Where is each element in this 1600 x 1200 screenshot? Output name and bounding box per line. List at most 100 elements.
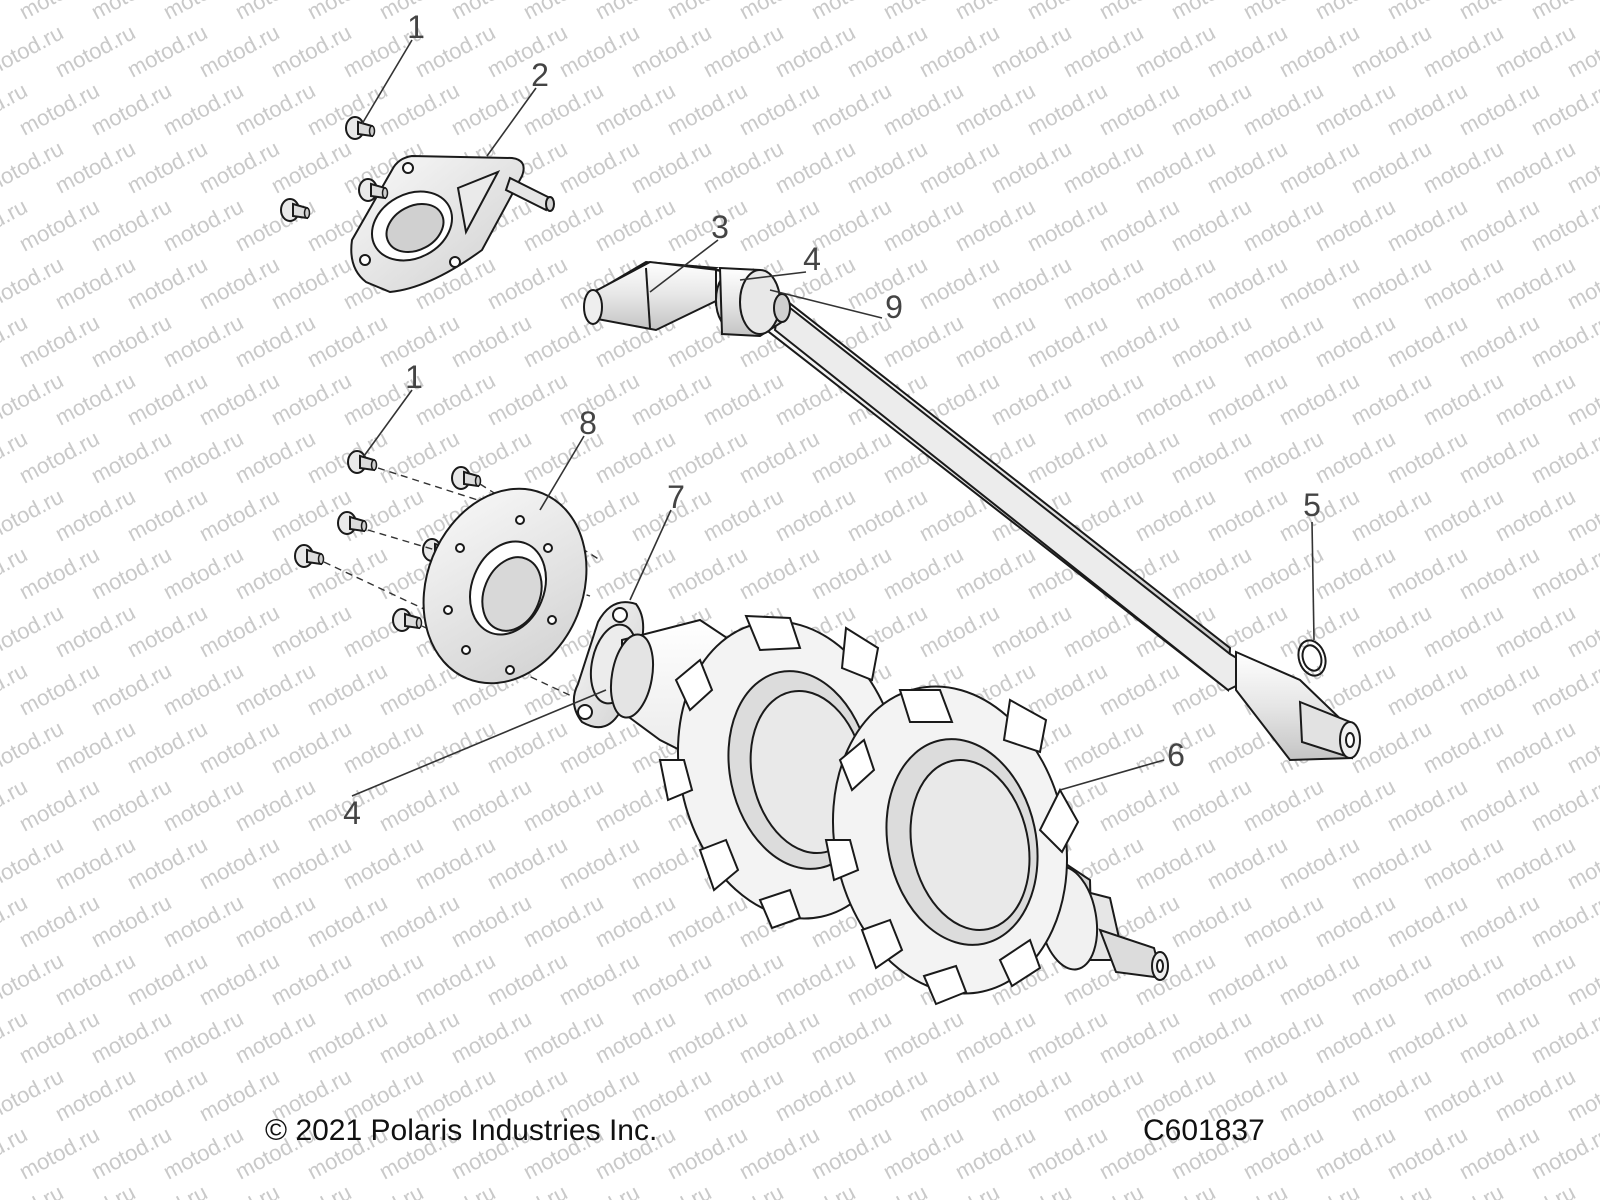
watermark-text: motod.ru — [1239, 890, 1327, 953]
watermark-text: motod.ru — [1527, 426, 1600, 489]
callout-9: 9 — [885, 289, 903, 325]
watermark-text: motod.ru — [1239, 774, 1327, 837]
watermark-text: motod.ru — [51, 20, 139, 83]
watermark-text: motod.ru — [15, 774, 103, 837]
watermark-text: motod.ru — [231, 1006, 319, 1069]
watermark-text: motod.ru — [1455, 426, 1543, 489]
watermark-text: motod.ru — [627, 948, 715, 1011]
watermark-text: motod.ru — [159, 890, 247, 953]
watermark-text: motod.ru — [1311, 310, 1399, 373]
watermark-text: motod.ru — [555, 948, 643, 1011]
drive-sprocket-assembly-part-6 — [609, 614, 1169, 1006]
watermark-text: motod.ru — [1491, 136, 1579, 199]
watermark-text: motod.ru — [123, 948, 211, 1011]
watermark-text: motod.ru — [1419, 136, 1507, 199]
watermark-text: motod.ru — [1239, 310, 1327, 373]
watermark-text: motod.ru — [267, 832, 355, 895]
watermark-text: motod.ru — [339, 832, 427, 895]
watermark-text: motod.ru — [195, 484, 283, 547]
bearing-plate-part-2 — [350, 154, 555, 294]
watermark-text: motod.ru — [87, 658, 175, 721]
watermark-text: motod.ru — [735, 542, 823, 605]
watermark-text: motod.ru — [951, 310, 1039, 373]
watermark-text: motod.ru — [411, 832, 499, 895]
watermark-text: motod.ru — [1239, 426, 1327, 489]
watermark-text: motod.ru — [1347, 136, 1435, 199]
watermark-text: motod.ru — [303, 890, 391, 953]
watermark-text: motod.ru — [15, 890, 103, 953]
watermark-text: motod.ru — [1203, 484, 1291, 547]
watermark-text: motod.ru — [771, 20, 859, 83]
callout-2: 2 — [531, 57, 549, 93]
callout-4-top: 4 — [803, 241, 821, 277]
watermark-text: motod.ru — [159, 658, 247, 721]
watermark-text: motod.ru — [15, 658, 103, 721]
watermark-text: motod.ru — [1167, 310, 1255, 373]
watermark-text: motod.ru — [1059, 252, 1147, 315]
watermark-text: motod.ru — [519, 890, 607, 953]
watermark-text: motod.ru — [1275, 832, 1363, 895]
callout-8: 8 — [579, 405, 597, 441]
watermark-text: motod.ru — [195, 20, 283, 83]
watermark-text: motod.ru — [123, 1064, 211, 1127]
watermark-text: motod.ru — [771, 484, 859, 547]
watermark-text: motod.ru — [1023, 658, 1111, 721]
watermark-text: motod.ru — [987, 368, 1075, 431]
watermark-text: motod.ru — [951, 542, 1039, 605]
watermark-text: motod.ru — [735, 78, 823, 141]
watermark-text: motod.ru — [447, 774, 535, 837]
watermark-text: motod.ru — [591, 194, 679, 257]
bolt-part-1-low-e — [294, 544, 325, 568]
watermark-text: motod.ru — [231, 194, 319, 257]
watermark-text: motod.ru — [555, 136, 643, 199]
watermark-text: motod.ru — [1311, 426, 1399, 489]
watermark-text: motod.ru — [1383, 310, 1471, 373]
watermark-text: motod.ru — [87, 542, 175, 605]
watermark-text: motod.ru — [1347, 368, 1435, 431]
watermark-text: motod.ru — [1527, 542, 1600, 605]
watermark-text: motod.ru — [1311, 890, 1399, 953]
watermark-text: motod.ru — [1383, 426, 1471, 489]
watermark-text: motod.ru — [951, 78, 1039, 141]
watermark-text: motod.ru — [87, 310, 175, 373]
watermark-text: motod.ru — [159, 310, 247, 373]
watermark-text: motod.ru — [1095, 194, 1183, 257]
watermark-text: motod.ru — [735, 1122, 823, 1185]
watermark-text: motod.ru — [159, 194, 247, 257]
watermark-text: motod.ru — [1419, 252, 1507, 315]
watermark-text: motod.ru — [699, 484, 787, 547]
watermark-text: motod.ru — [1419, 948, 1507, 1011]
watermark-text: motod.ru — [231, 658, 319, 721]
watermark-text: motod.ru — [951, 194, 1039, 257]
watermark-text: motod.ru — [915, 252, 1003, 315]
watermark-text: motod.ru — [627, 368, 715, 431]
watermark-text: motod.ru — [699, 1064, 787, 1127]
watermark-text: motod.ru — [411, 368, 499, 431]
watermark-text: motod.ru — [447, 310, 535, 373]
watermark-text: motod.ru — [1383, 1122, 1471, 1185]
watermark-text: motod.ru — [879, 78, 967, 141]
watermark-text: motod.ru — [1023, 426, 1111, 489]
watermark-text: motod.ru — [195, 136, 283, 199]
watermark-text: motod.ru — [15, 194, 103, 257]
watermark-text: motod.ru — [555, 20, 643, 83]
watermark-text: motod.ru — [159, 542, 247, 605]
watermark-text: motod.ru — [51, 600, 139, 663]
watermark-text: motod.ru — [15, 542, 103, 605]
watermark-text: motod.ru — [1239, 542, 1327, 605]
watermark-text: motod.ru — [951, 1006, 1039, 1069]
watermark-text: motod.ru — [987, 600, 1075, 663]
watermark-text: motod.ru — [987, 1064, 1075, 1127]
watermark-text: motod.ru — [87, 774, 175, 837]
watermark-text: motod.ru — [0, 1180, 67, 1200]
watermark-text: motod.ru — [663, 1006, 751, 1069]
watermark-text: motod.ru — [1131, 368, 1219, 431]
watermark-text: motod.ru — [267, 600, 355, 663]
watermark-text: motod.ru — [1167, 1006, 1255, 1069]
watermark-text: motod.ru — [87, 890, 175, 953]
watermark-text: motod.ru — [1527, 78, 1600, 141]
watermark-text: motod.ru — [375, 774, 463, 837]
watermark-text: motod.ru — [735, 426, 823, 489]
watermark-text: motod.ru — [1491, 484, 1579, 547]
